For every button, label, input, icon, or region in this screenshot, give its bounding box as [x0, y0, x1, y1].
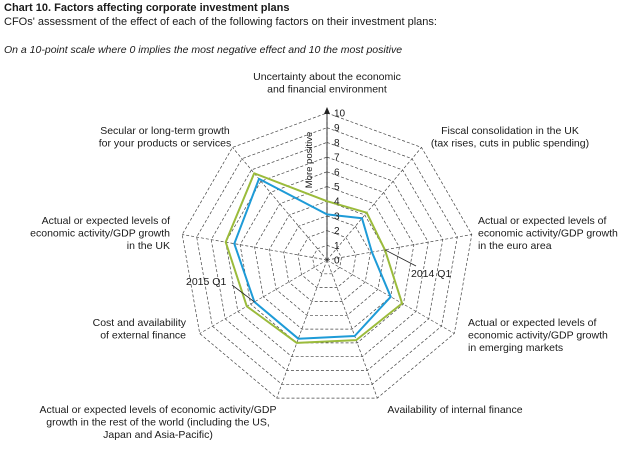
spoke-7 — [182, 234, 328, 261]
grid-ring-9 — [196, 127, 458, 385]
series-label-1: 2015 Q1 — [186, 276, 226, 288]
chart-subtitle: CFOs' assessment of the effect of each o… — [4, 16, 437, 28]
radar-series — [224, 172, 404, 344]
radar-grid — [181, 107, 473, 399]
tick-label-5: 5 — [334, 182, 340, 193]
grid-ring-6 — [239, 171, 415, 344]
tick-label-10: 10 — [334, 109, 346, 120]
series-label-leader-1 — [231, 284, 255, 303]
radial-axis-arrow — [324, 107, 330, 114]
series-line-1 — [233, 177, 392, 340]
series-label-leader-0 — [384, 249, 417, 267]
spoke-2 — [326, 234, 472, 261]
scale-note: On a 10-point scale where 0 implies the … — [4, 44, 403, 56]
tick-label-4: 4 — [334, 197, 340, 208]
tick-label-1: 1 — [334, 241, 340, 252]
spoke-5 — [276, 259, 328, 399]
grid-ring-2 — [297, 230, 357, 288]
spoke-3 — [326, 259, 455, 334]
tick-label-8: 8 — [334, 138, 340, 149]
tick-label-0: 0 — [334, 256, 340, 267]
tick-label-3: 3 — [334, 211, 340, 222]
tick-label-2: 2 — [334, 226, 340, 237]
radial-axis-title: More positive — [304, 132, 315, 189]
spoke-4 — [326, 259, 378, 399]
spoke-6 — [199, 259, 328, 334]
spoke-1 — [326, 147, 422, 261]
grid-ring-4 — [268, 200, 386, 316]
category-label-1: Fiscal consolidation in the UK(tax rises… — [431, 125, 589, 150]
grid-ring-8 — [210, 142, 444, 371]
tick-label-6: 6 — [334, 167, 340, 178]
tick-label-7: 7 — [334, 153, 340, 164]
grid-ring-3 — [283, 215, 371, 302]
grid-ring-7 — [225, 156, 429, 358]
series-labels: 2014 Q1 2015 Q1 — [186, 249, 451, 303]
grid-ring-10 — [181, 112, 473, 399]
spoke-8 — [232, 147, 328, 261]
category-label-5: Actual or expected levels of economic ac… — [40, 404, 277, 441]
grid-ring-5 — [254, 186, 400, 330]
grid-ring-1 — [312, 244, 342, 275]
category-label-4: Availability of internal finance — [387, 404, 522, 416]
series-label-0: 2014 Q1 — [411, 268, 451, 280]
series-line-0 — [224, 172, 404, 344]
chart-title: Chart 10. Factors affecting corporate in… — [4, 2, 290, 14]
tick-label-9: 9 — [334, 123, 340, 134]
